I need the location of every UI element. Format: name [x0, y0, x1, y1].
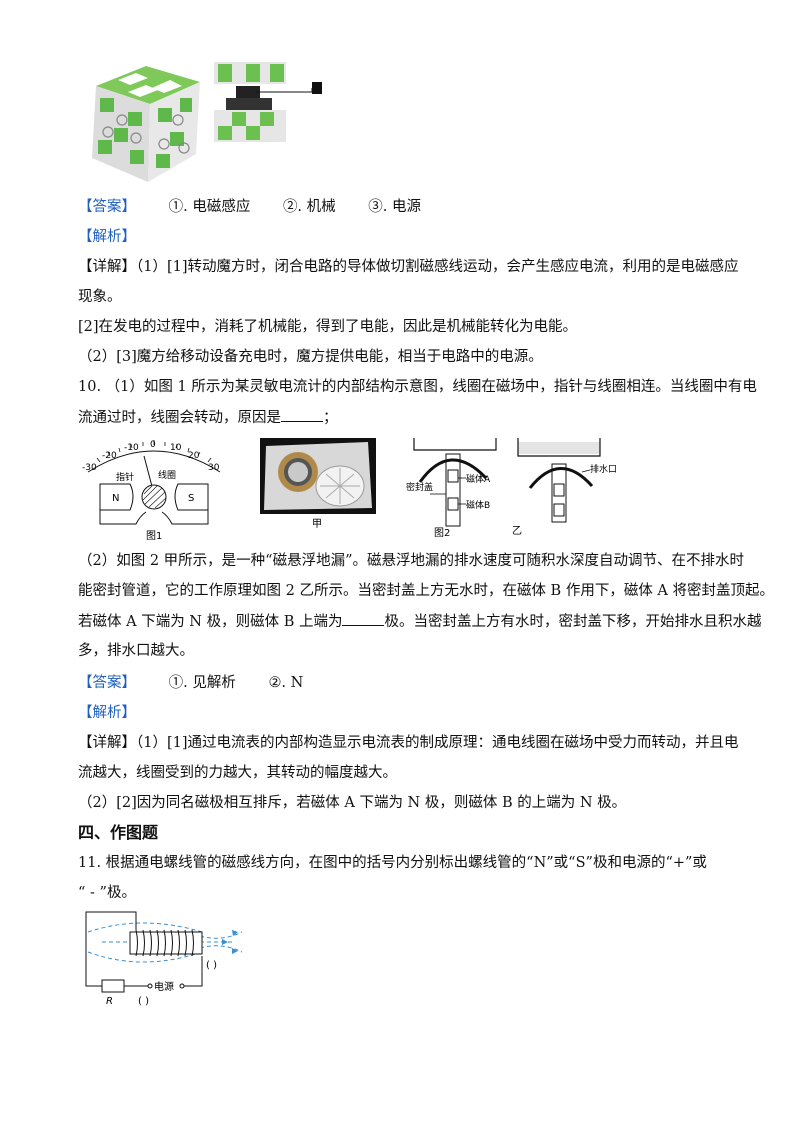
magnet-a-label: 磁体A	[466, 473, 491, 485]
detail-tag: 【详解】	[78, 259, 136, 275]
q10-detail-1b: 流越大，线圈受到的力越大，其转动的幅度越大。	[78, 765, 397, 781]
answer-2: ②. N	[268, 675, 304, 691]
scale-10: 10	[170, 443, 182, 453]
detail-text: （1）[1]转动魔方时，闭合电路的导体做切割磁感线运动，会产生感应电流，利用的是…	[136, 259, 739, 275]
scale-neg20: -20	[102, 451, 117, 461]
power-label: 电源	[154, 980, 174, 993]
scale-20: 20	[188, 451, 200, 461]
drain-label: 排水口	[590, 463, 616, 475]
answer-3: ③. 电源	[368, 199, 421, 215]
q10-detail-2: （2）[2]因为同名磁极相互排斥，若磁体 A 下端为 N 极，则磁体 B 的上端…	[78, 795, 627, 811]
figure-1-caption: 图1	[146, 530, 162, 542]
cube-disassembled-photo	[214, 62, 322, 142]
q10-stem-1a: 10. （1）如图 1 所示为某灵敏电流计的内部结构示意图，线圈在磁场中，指针与…	[78, 379, 757, 395]
q10-stem-2c: 若磁体 A 下端为 N 极，则磁体 B 上端为 极。当密封盖上方有水时，密封盖下移…	[78, 611, 761, 632]
answer-2: ②. 机械	[282, 199, 336, 215]
figure-2-jia-label: 甲	[312, 519, 322, 530]
stem-end: ；	[323, 410, 338, 426]
power-pole-bracket: ( )	[138, 996, 149, 1007]
detail-tag: 【详解】	[78, 735, 136, 751]
scale-0: 0	[150, 440, 156, 450]
coil-label: 线圈	[158, 469, 176, 481]
pole-s: S	[188, 493, 194, 504]
q10-stem-1b: 流通过时，线圈会转动，原因是 ；	[78, 407, 338, 428]
solenoid-pole-bracket: ( )	[206, 960, 217, 971]
figure-2-yi-diagram: 排水口 乙	[512, 438, 616, 537]
figure-2-seal-diagram: 密封盖 磁体A 磁体B 图2	[406, 438, 497, 538]
answer-tag: 【答案】	[78, 675, 136, 691]
q11-stem-b: “ - ”极。	[78, 885, 136, 901]
q10-answer-line: 【答案】 ①. 见解析 ②. N	[78, 673, 303, 693]
pole-n: N	[112, 493, 119, 504]
scale-neg10: -10	[124, 443, 139, 453]
stem-text: 若磁体 A 下端为 N 极，则磁体 B 上端为	[78, 614, 343, 630]
q9-detail-1a: 【详解】（1）[1]转动魔方时，闭合电路的导体做切割磁感线运动，会产生感应电流，…	[78, 257, 739, 277]
q10-stem-2b: 能密封管道，它的工作原理如图 2 乙所示。当密封盖上方无水时，在磁体 B 作用下…	[78, 583, 775, 599]
stem-text: 流通过时，线圈会转动，原因是	[78, 410, 281, 426]
answer-1: ①. 电磁感应	[168, 199, 251, 215]
cube-photo	[92, 66, 200, 182]
scale-neg30: -30	[82, 463, 97, 473]
scale-30: 30	[208, 463, 220, 473]
q9-detail-3: （2）[3]魔方给移动设备充电时，魔方提供电能，相当于电路中的电源。	[78, 349, 543, 365]
q9-detail-2: [2]在发电的过程中，消耗了机械能，得到了电能，因此是机械能转化为电能。	[78, 319, 578, 335]
answer-tag: 【答案】	[78, 199, 136, 215]
q11-stem-a: 11. 根据通电螺线管的磁感线方向，在图中的括号内分别标出螺线管的“N”或“S”…	[78, 855, 707, 871]
stem-text-2: 极。当密封盖上方有水时，密封盖下移，开始排水且积水越	[384, 614, 762, 630]
q9-detail-1b: 现象。	[78, 289, 122, 305]
figure-1-galvanometer: -30 -20 -10 0 10 20 30 指针 线圈 N S 图1	[82, 440, 221, 542]
q10-stem-2a: （2）如图 2 甲所示，是一种“磁悬浮地漏”。磁悬浮地漏的排水速度可随积水深度自…	[78, 553, 744, 569]
pointer-label: 指针	[116, 471, 134, 483]
q9-analysis-tag: 【解析】	[78, 229, 136, 245]
q9-answer-line: 【答案】 ①. 电磁感应 ②. 机械 ③. 电源	[78, 197, 421, 217]
seal-label: 密封盖	[406, 481, 433, 493]
q10-analysis-tag: 【解析】	[78, 705, 136, 721]
section-title: 四、作图题	[78, 823, 159, 842]
detail-text: （1）[1]通过电流表的内部构造显示电流表的制成原理：通电线圈在磁场中受力而转动…	[136, 735, 739, 751]
figure-2-jia-photo: 甲	[260, 438, 376, 530]
figure-solenoid-circuit: 电源 ( ) R ( )	[85, 911, 243, 1007]
answer-blank	[342, 611, 385, 626]
answer-blank	[281, 407, 323, 422]
q10-stem-2d: 多，排水口越大。	[78, 643, 194, 659]
resistor-label: R	[106, 996, 113, 1007]
figure-2-caption: 图2	[434, 527, 450, 538]
magnet-b-label: 磁体B	[466, 499, 490, 511]
figure-2-yi-label: 乙	[512, 525, 522, 537]
answer-1: ①. 见解析	[168, 675, 236, 691]
q10-detail-1a: 【详解】（1）[1]通过电流表的内部构造显示电流表的制成原理：通电线圈在磁场中受…	[78, 733, 739, 753]
